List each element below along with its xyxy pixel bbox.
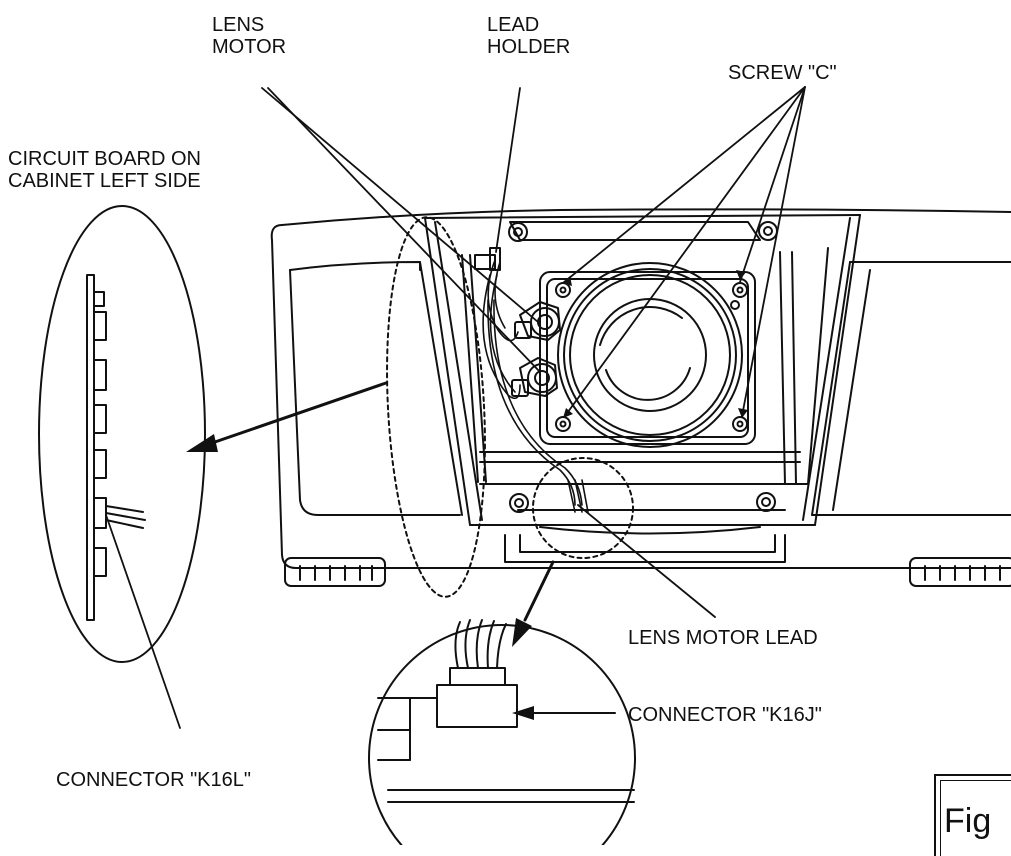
lens-motor-label: LENS MOTOR — [212, 14, 286, 58]
figure-label: Fig — [944, 802, 992, 840]
connector-location-circle — [532, 457, 634, 559]
cabinet-right-panel — [811, 261, 1011, 516]
circuit-board-location-ellipse — [386, 216, 486, 598]
circuit-board-label-line-2: CABINET LEFT SIDE — [8, 170, 201, 192]
lead-holder-tab — [489, 247, 501, 271]
lead-holder-label: LEAD HOLDER — [487, 14, 570, 58]
cabinet-left-panel — [289, 261, 463, 516]
lead-holder-label-line-1: LEAD — [487, 14, 540, 36]
lens-motor-label-line-1: LENS — [212, 14, 265, 36]
screw-c-label: SCREW "C" — [728, 62, 837, 84]
lens-mount-plate — [539, 271, 756, 445]
lens-motor-label-line-2: MOTOR — [212, 36, 287, 58]
projection-lens — [557, 262, 743, 448]
lens-motor-lead-label: LENS MOTOR LEAD — [628, 627, 818, 649]
circuit-board-detail — [38, 205, 206, 663]
lead-holder-label-line-2: HOLDER — [487, 36, 571, 58]
lens-motors — [511, 301, 561, 397]
connector-k16l-label: CONNECTOR "K16L" — [56, 769, 251, 791]
connector-k16j-label: CONNECTOR "K16J" — [628, 704, 822, 726]
cabinet-body — [270, 208, 1011, 569]
leader-lines — [105, 86, 806, 729]
connector-detail — [368, 619, 636, 856]
lead-holder — [474, 254, 496, 270]
figure-tab — [934, 774, 1011, 856]
cabinet-feet — [284, 557, 1011, 587]
corner-screws — [508, 221, 778, 513]
arrows — [186, 270, 748, 720]
circuit-board-label-line-1: CIRCUIT BOARD ON — [8, 148, 201, 170]
bottom-bay — [504, 526, 786, 563]
circuit-board-label: CIRCUIT BOARD ON CABINET LEFT SIDE — [8, 148, 201, 192]
lens-motor-leads — [482, 259, 589, 513]
